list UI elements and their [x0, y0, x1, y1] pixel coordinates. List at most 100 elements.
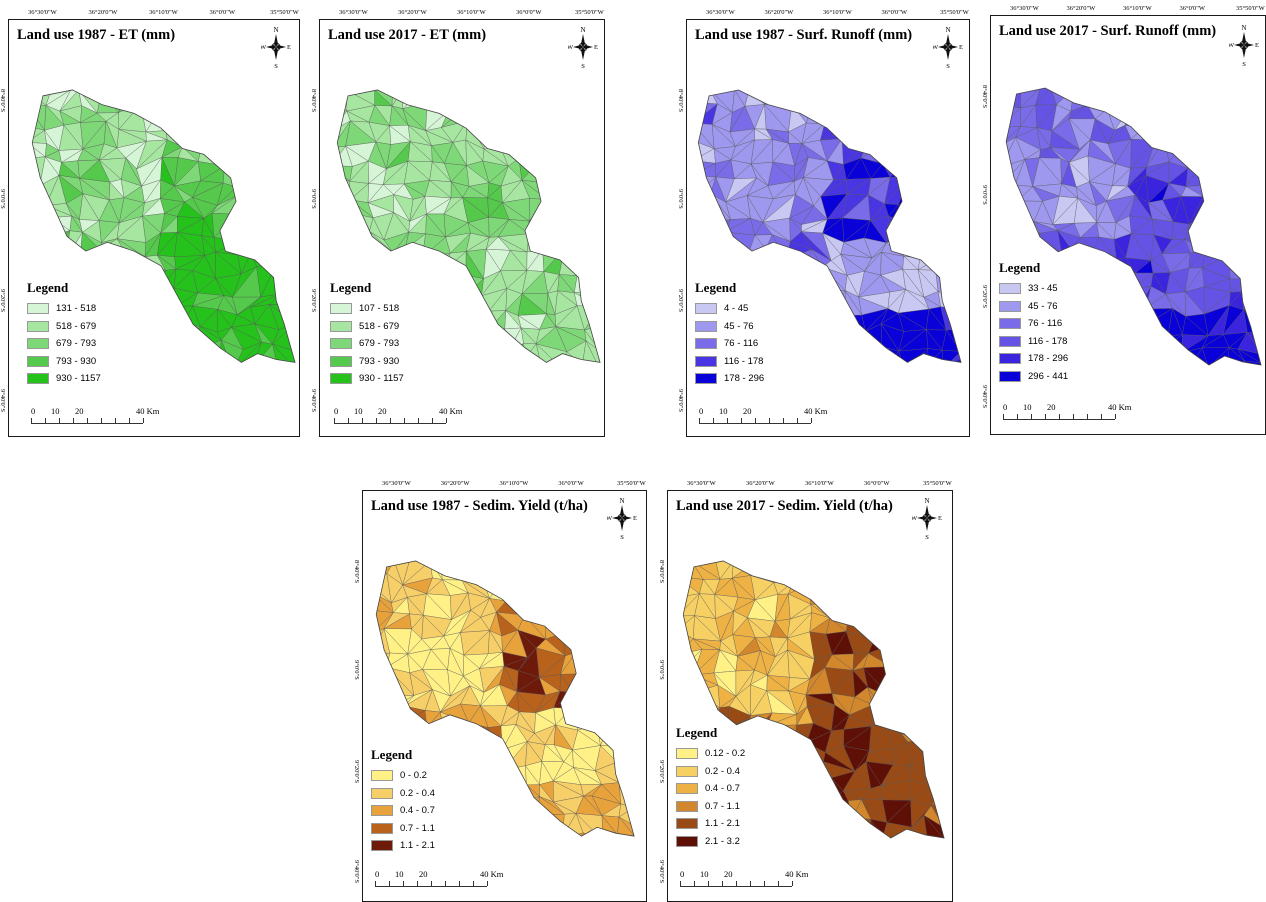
subbasin [767, 823, 793, 838]
subbasin [433, 720, 446, 752]
subbasin [445, 288, 468, 304]
subbasin [843, 113, 870, 132]
subbasin [615, 560, 635, 585]
subbasin [96, 89, 119, 114]
subbasin [126, 311, 144, 331]
subbasin [250, 150, 279, 169]
subbasin [942, 124, 962, 150]
subbasin [609, 709, 635, 723]
subbasin [767, 823, 787, 838]
legend-entry: 33 - 45 [999, 280, 1068, 298]
subbasin [922, 108, 946, 133]
subbasin [232, 89, 264, 107]
subbasin [823, 350, 846, 363]
legend-entry: 930 - 1157 [330, 370, 404, 388]
subbasin [524, 357, 545, 363]
subbasin [918, 141, 945, 163]
subbasin [158, 89, 184, 110]
subbasin [465, 107, 485, 121]
legend-label: 793 - 930 [359, 355, 400, 367]
subbasin [927, 89, 949, 110]
legend-swatch [676, 818, 698, 830]
subbasin [762, 343, 786, 363]
legend-entry: 0.2 - 0.4 [676, 763, 745, 781]
subbasin [32, 250, 47, 272]
subbasin [571, 688, 597, 709]
scale-label: 20 [419, 869, 428, 879]
subbasin [143, 285, 168, 312]
subbasin [1165, 88, 1189, 105]
subbasin [920, 367, 947, 383]
subbasin [1129, 88, 1153, 110]
subbasin [422, 270, 448, 290]
subbasin [862, 346, 887, 363]
subbasin [867, 584, 882, 600]
subbasin [784, 346, 810, 363]
subbasin [526, 233, 544, 253]
subbasin [920, 223, 942, 243]
subbasin [899, 131, 923, 150]
subbasin [250, 241, 280, 258]
subbasin [592, 650, 622, 675]
subbasin [886, 843, 904, 859]
legend-swatch [330, 338, 352, 350]
subbasin [411, 344, 430, 363]
subbasin [804, 820, 835, 838]
subbasin [279, 234, 296, 258]
subbasin [617, 745, 635, 760]
subbasin [102, 276, 130, 291]
subbasin [805, 103, 825, 124]
subbasin [845, 579, 871, 599]
subbasin [783, 293, 810, 309]
subbasin [698, 220, 718, 231]
subbasin [1006, 194, 1019, 217]
legend-swatch [371, 822, 393, 834]
subbasin [236, 194, 259, 218]
subbasin [32, 249, 48, 273]
subbasin [900, 714, 928, 736]
subbasin [1073, 368, 1089, 386]
subbasin [1006, 215, 1019, 235]
subbasin [139, 305, 168, 331]
legend-label: 0 - 0.2 [400, 770, 427, 782]
subbasin [411, 323, 432, 349]
subbasin [442, 769, 470, 786]
subbasin [924, 722, 945, 745]
subbasin [198, 102, 218, 134]
legend-label: 0.12 - 0.2 [705, 748, 746, 760]
subbasin [521, 840, 540, 857]
subbasin [1146, 341, 1173, 365]
subbasin [186, 370, 205, 383]
subbasin [403, 266, 433, 292]
subbasin [40, 256, 67, 269]
legend-label: 2.1 - 3.2 [705, 835, 740, 847]
subbasin [552, 560, 578, 575]
subbasin [236, 194, 259, 215]
subbasin [1006, 184, 1016, 195]
subbasin [1163, 373, 1182, 386]
subbasin [165, 109, 184, 131]
subbasin [447, 358, 464, 363]
subbasin [890, 667, 913, 698]
subbasin [441, 797, 467, 823]
subbasin [580, 164, 601, 183]
subbasin [1165, 124, 1193, 139]
longitude-label: 36°30'0"W [1010, 5, 1039, 12]
subbasin [213, 237, 243, 253]
subbasin [1094, 332, 1117, 347]
subbasin [747, 781, 773, 809]
subbasin [560, 365, 582, 382]
subbasin [1081, 273, 1097, 294]
subbasin [1201, 119, 1223, 143]
subbasin [777, 748, 799, 772]
subbasin [233, 367, 263, 383]
subbasin [555, 156, 584, 183]
latitude-label: 8°40'0"S [353, 560, 360, 584]
latitude-label: 9°0'0"S [0, 189, 6, 209]
subbasin [1115, 309, 1138, 336]
subbasin [762, 361, 786, 363]
longitude-label: 35°50'0"W [940, 9, 969, 16]
watershed-boundary [1005, 87, 1262, 366]
subbasin [258, 105, 282, 132]
